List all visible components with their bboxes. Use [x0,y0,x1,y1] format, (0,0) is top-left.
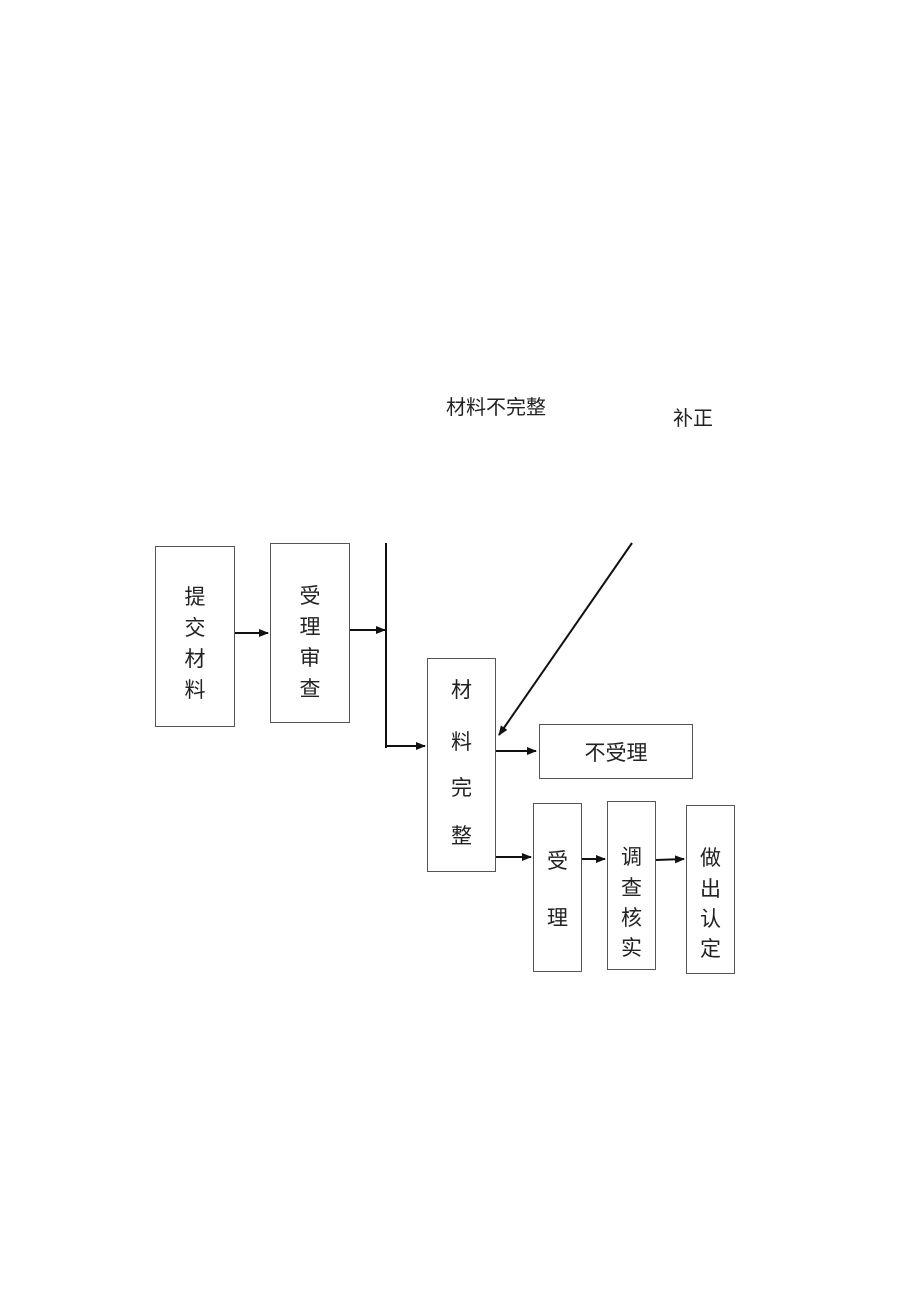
box-investigate-char-4: 实 [621,936,642,960]
box-submit-char-3: 材 [184,647,206,671]
box-decision-char-2: 出 [700,877,721,901]
box-accept-char-1: 受 [547,849,568,873]
box-submit-char-2: 交 [184,616,206,640]
box-accept-char-2: 理 [547,906,568,930]
box-complete-char-4: 整 [451,824,472,848]
box-complete-char-3: 完 [451,776,472,800]
box-submit-char-4: 料 [184,678,206,702]
box-not-accepted: 不受理 [539,724,693,779]
box-complete-char-2: 料 [451,730,472,754]
arrow-investigate-to-decision [655,855,685,864]
box-materials-complete: 材 料 完 整 [427,658,496,872]
arrow-supplement [498,542,633,736]
box-review-char-4: 查 [299,677,321,701]
box-complete-char-1: 材 [451,678,472,702]
box-investigate-char-1: 调 [621,845,642,869]
box-investigate-char-3: 核 [621,906,642,930]
box-submit-char-1: 提 [184,585,206,609]
box-investigate-verify: 调 查 核 实 [607,801,656,970]
box-submit-materials: 提 交 材 料 [155,546,235,727]
box-review-char-2: 理 [299,615,321,639]
box-acceptance-review: 受 理 审 查 [270,543,350,723]
box-review-char-1: 受 [299,584,321,608]
box-decision-char-1: 做 [700,846,721,870]
box-decision-char-3: 认 [700,907,721,931]
box-not-accepted-label: 不受理 [584,740,648,765]
box-decision-char-4: 定 [700,937,721,961]
box-make-determination: 做 出 认 定 [686,805,735,974]
box-investigate-char-2: 查 [621,876,642,900]
box-review-char-3: 审 [299,646,321,670]
label-supplement: 补正 [673,406,713,430]
label-incomplete: 材料不完整 [446,395,546,419]
box-accept: 受 理 [533,803,582,972]
